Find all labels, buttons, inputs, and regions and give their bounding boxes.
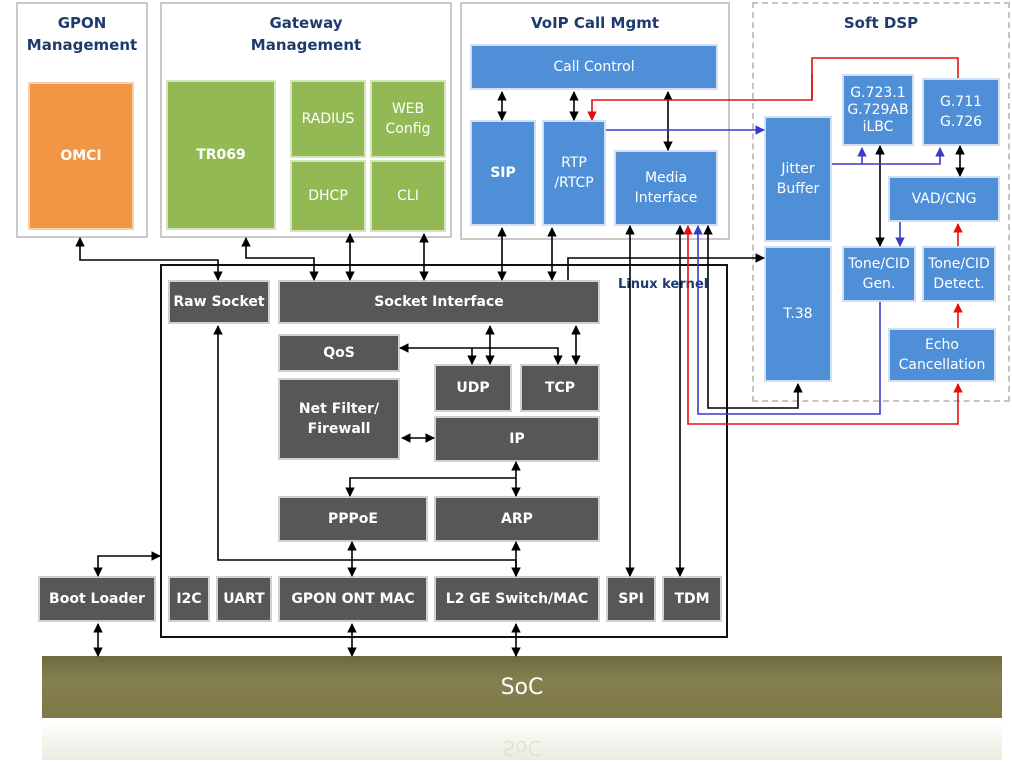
sip-block: SIP [470, 120, 536, 226]
bootloader-kernel-link [93, 551, 161, 577]
gpon-ont-mac-block: GPON ONT MAC [278, 576, 428, 622]
l2-ge-switch-mac-block: L2 GE Switch/MAC [434, 576, 600, 622]
tr069-block: TR069 [166, 80, 276, 230]
echo-cancellation-block: Echo Cancellation [888, 328, 996, 382]
soc-reflection: SoC [42, 720, 1002, 760]
call-control-block: Call Control [470, 44, 718, 90]
radius-block: RADIUS [290, 80, 366, 158]
socket-interface-block: Socket Interface [278, 280, 600, 324]
g723-codec-block: G.723.1 G.729AB iLBC [842, 74, 914, 146]
gpon-management-title: GPON Management [26, 14, 138, 54]
t38-block: T.38 [764, 246, 832, 382]
tcp-block: TCP [520, 364, 600, 412]
ip-block: IP [434, 416, 600, 462]
soft-dsp-title: Soft DSP [843, 14, 919, 32]
omci-block: OMCI [28, 82, 134, 230]
linux-kernel-frame [160, 264, 728, 638]
soc-bar: SoC [42, 656, 1002, 718]
voip-call-mgmt-title: VoIP Call Mgmt [531, 14, 659, 32]
rtp-rtcp-block: RTP /RTCP [542, 120, 606, 226]
i2c-block: I2C [168, 576, 210, 622]
spi-block: SPI [606, 576, 656, 622]
g711-codec-block: G.711 G.726 [922, 78, 1000, 146]
boot-loader-block: Boot Loader [38, 576, 156, 622]
media-interface-block: Media Interface [614, 150, 718, 226]
qos-block: QoS [278, 334, 400, 372]
udp-block: UDP [434, 364, 512, 412]
cli-block: CLI [370, 160, 446, 232]
arp-block: ARP [434, 496, 600, 542]
raw-socket-block: Raw Socket [168, 280, 270, 324]
pppoe-block: PPPoE [278, 496, 428, 542]
net-filter-firewall-block: Net Filter/ Firewall [278, 378, 400, 460]
tone-cid-detect-block: Tone/CID Detect. [922, 246, 996, 302]
tone-cid-gen-block: Tone/CID Gen. [842, 246, 916, 302]
web-config-block: WEB Config [370, 80, 446, 158]
gateway-management-title: Gateway Management [250, 14, 362, 54]
tdm-block: TDM [662, 576, 722, 622]
jitter-buffer-block: Jitter Buffer [764, 116, 832, 242]
dhcp-block: DHCP [290, 160, 366, 232]
linux-kernel-label: Linux kernel [618, 277, 709, 292]
uart-block: UART [216, 576, 272, 622]
vad-cng-block: VAD/CNG [888, 176, 1000, 222]
